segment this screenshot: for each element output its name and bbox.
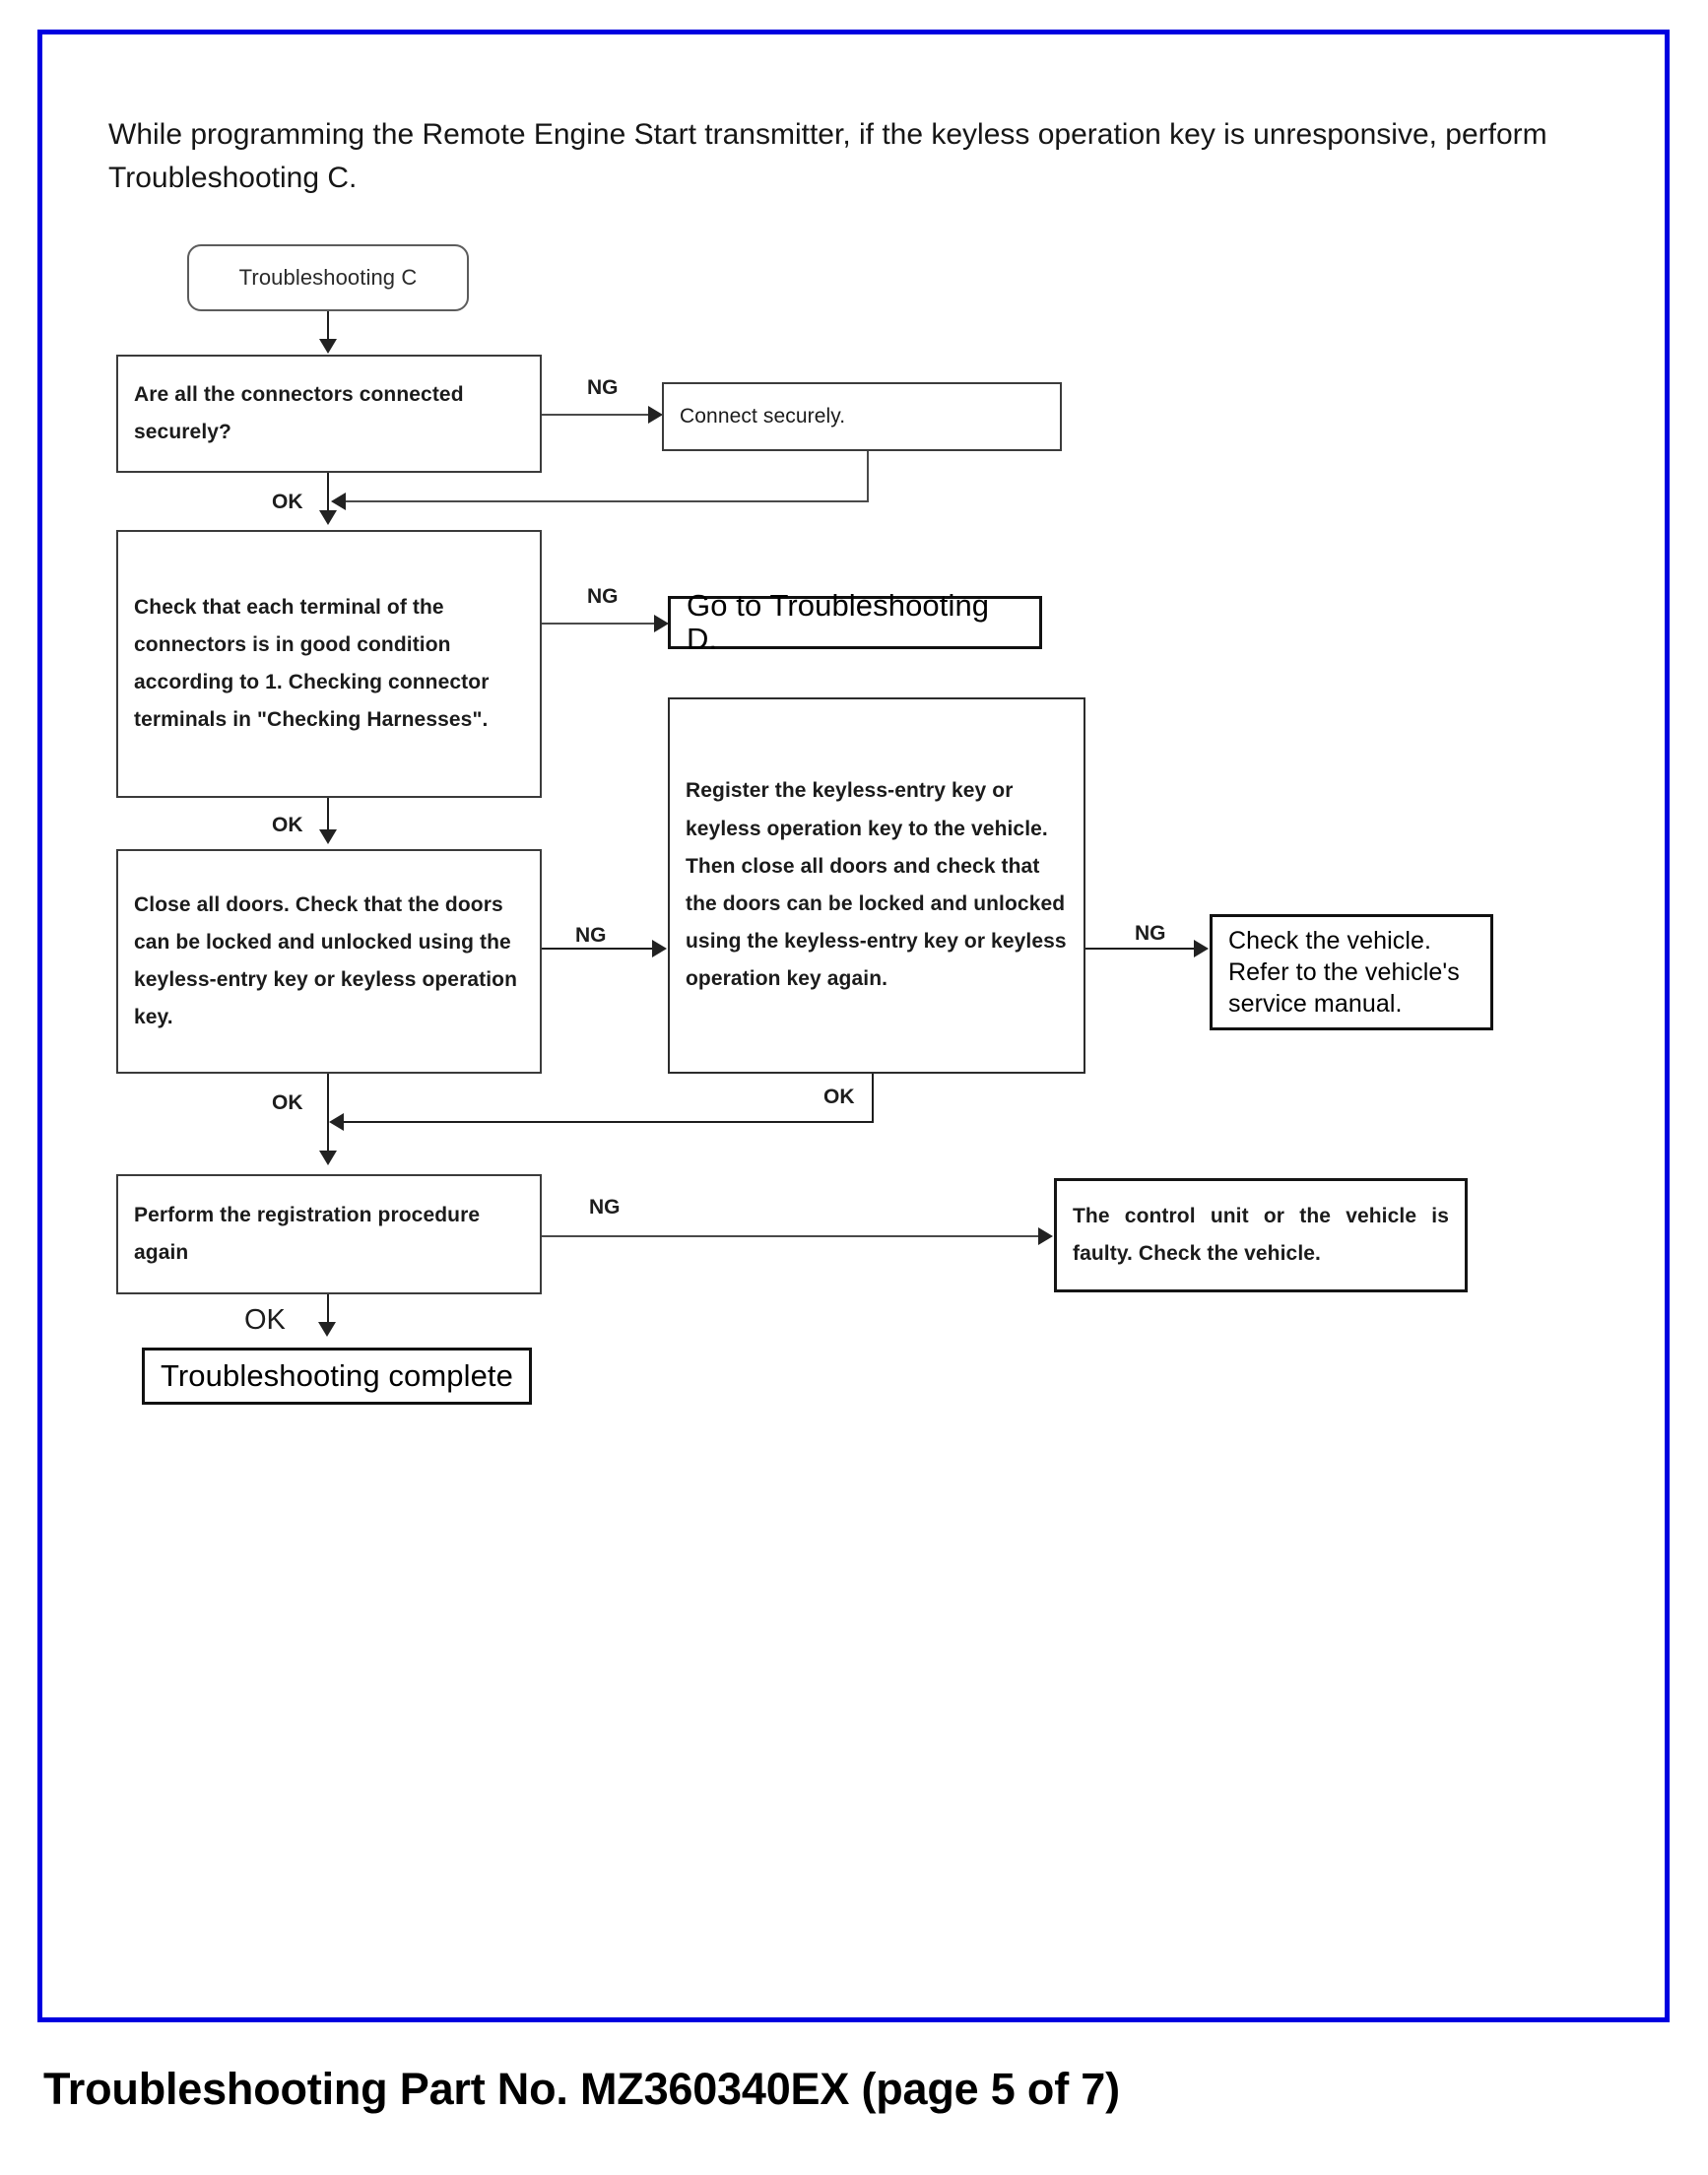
line-ng-connectors xyxy=(542,414,650,416)
arrow-ok-perform xyxy=(318,1322,336,1337)
line-ok-register-down xyxy=(872,1074,874,1123)
line-ng-doors xyxy=(542,948,658,950)
arrow-ng-register xyxy=(1194,940,1209,957)
footer-caption: Troubleshooting Part No. MZ360340EX (pag… xyxy=(43,2064,1120,2114)
arrow-ok-doors xyxy=(319,1151,337,1165)
arrow-ng-connectors xyxy=(648,406,663,424)
line-ok-connectors xyxy=(327,473,329,514)
arrow-ng-perform xyxy=(1038,1227,1053,1245)
edge-label-ok-connectors: OK xyxy=(272,491,303,513)
line-return-connect-securely-down xyxy=(867,451,869,502)
arrow-ok-register xyxy=(329,1113,344,1131)
node-troubleshooting-complete-label: Troubleshooting complete xyxy=(161,1357,513,1393)
node-doors-check[interactable]: Close all doors. Check that the doors ca… xyxy=(116,849,542,1074)
node-perform-registration-again[interactable]: Perform the registration procedure again xyxy=(116,1174,542,1294)
line-ok-doors xyxy=(327,1074,329,1153)
line-ok-terminals xyxy=(327,798,329,833)
node-connect-securely[interactable]: Connect securely. xyxy=(662,382,1062,451)
node-connect-securely-label: Connect securely. xyxy=(680,404,846,428)
arrow-start-to-connectors xyxy=(319,339,337,354)
edge-label-ng-connectors: NG xyxy=(587,376,619,399)
line-ok-register-left xyxy=(341,1121,874,1123)
node-terminals-check[interactable]: Check that each terminal of the connecto… xyxy=(116,530,542,798)
line-ng-register xyxy=(1085,948,1198,950)
node-check-vehicle-label: Check the vehicle. Refer to the vehicle'… xyxy=(1228,927,1460,1018)
intro-paragraph: While programming the Remote Engine Star… xyxy=(108,118,1547,194)
node-register-key-label: Register the keyless-entry key or keyles… xyxy=(686,779,1067,991)
edge-label-ok-perform: OK xyxy=(244,1304,286,1336)
edge-label-ok-terminals: OK xyxy=(272,814,303,836)
node-goto-troubleshooting-d[interactable]: Go to Troubleshooting D. xyxy=(668,588,1042,656)
arrow-ng-terminals xyxy=(654,615,669,632)
line-ng-perform xyxy=(542,1235,1042,1237)
line-ok-perform xyxy=(327,1294,329,1332)
node-register-key[interactable]: Register the keyless-entry key or keyles… xyxy=(668,697,1085,1074)
edge-label-ok-doors: OK xyxy=(272,1091,303,1114)
node-start-label: Troubleshooting C xyxy=(238,264,418,290)
edge-label-ok-register: OK xyxy=(823,1086,855,1108)
node-terminals-check-label: Check that each terminal of the connecto… xyxy=(134,595,490,732)
line-ng-terminals xyxy=(542,623,656,625)
edge-label-ng-doors: NG xyxy=(575,924,607,947)
edge-label-ng-perform: NG xyxy=(589,1196,621,1219)
arrow-ok-terminals xyxy=(319,829,337,844)
node-check-vehicle[interactable]: Check the vehicle. Refer to the vehicle'… xyxy=(1210,914,1493,1030)
arrow-return-connect-securely xyxy=(331,493,346,510)
line-return-connect-securely-left xyxy=(343,500,869,502)
node-start-troubleshooting-c[interactable]: Troubleshooting C xyxy=(187,244,469,311)
arrow-ng-doors xyxy=(652,940,667,957)
arrow-ok-connectors xyxy=(319,510,337,525)
node-faulty-control-unit[interactable]: The control unit or the vehicle is fault… xyxy=(1054,1178,1468,1292)
node-doors-check-label: Close all doors. Check that the doors ca… xyxy=(134,892,518,1029)
edge-label-ng-terminals: NG xyxy=(587,585,619,608)
node-connectors-check-label: Are all the connectors connected securel… xyxy=(134,382,464,443)
edge-label-ng-register: NG xyxy=(1135,922,1166,945)
node-troubleshooting-complete[interactable]: Troubleshooting complete xyxy=(142,1348,532,1405)
node-faulty-control-unit-label: The control unit or the vehicle is fault… xyxy=(1073,1204,1449,1265)
node-perform-registration-again-label: Perform the registration procedure again xyxy=(134,1203,481,1264)
node-goto-troubleshooting-d-label: Go to Troubleshooting D. xyxy=(687,587,990,656)
line-start-to-connectors xyxy=(327,311,329,341)
node-connectors-check[interactable]: Are all the connectors connected securel… xyxy=(116,355,542,473)
